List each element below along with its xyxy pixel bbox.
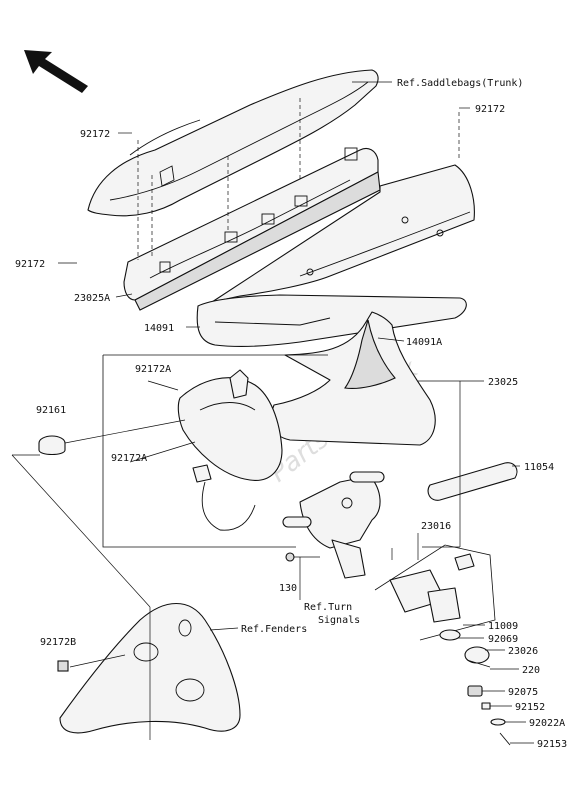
label-ref-turn-signals-1: Ref.Turn (304, 602, 352, 613)
label-220: 220 (522, 665, 540, 676)
label-ref-turn-signals-2: Signals (318, 615, 360, 626)
license-bracket (282, 471, 385, 579)
label-ref-saddlebags: Ref.Saddlebags(Trunk) (397, 78, 523, 89)
front-arrow-icon (24, 50, 88, 93)
tail-light-housing (123, 147, 381, 311)
saddlebag-trunk-lid (87, 69, 379, 217)
label-23016: 23016 (421, 521, 451, 532)
lens-14091 (196, 294, 467, 347)
label-92172A-bottom: 92172A (111, 453, 147, 464)
grommet-92161 (38, 435, 66, 456)
reflector-11054 (427, 462, 518, 501)
nut-130 (285, 552, 295, 562)
label-23026: 23026 (508, 646, 538, 657)
label-92172-side: 92172 (15, 259, 45, 270)
tail-lens-strip (211, 164, 475, 303)
cover-14091A (270, 311, 436, 446)
label-23025: 23025 (488, 377, 518, 388)
label-130: 130 (279, 583, 297, 594)
label-23025A: 23025A (74, 293, 110, 304)
bulb-holder-housing (177, 369, 283, 531)
label-92153: 92153 (537, 739, 567, 750)
label-92172A-top: 92172A (135, 364, 171, 375)
label-92022A: 92022A (529, 718, 565, 729)
label-11054: 11054 (524, 462, 554, 473)
label-14091: 14091 (144, 323, 174, 334)
assembly-box-23016 (374, 544, 496, 641)
label-92069: 92069 (488, 634, 518, 645)
screws-92172A (129, 380, 196, 463)
small-hardware (467, 685, 511, 746)
label-11009: 11009 (488, 621, 518, 632)
leader-lines (58, 81, 534, 744)
label-14091A: 14091A (406, 337, 442, 348)
clip-92172B (57, 660, 69, 672)
license-light-parts (389, 553, 491, 668)
label-92161: 92161 (36, 405, 66, 416)
label-92172-right: 92172 (475, 104, 505, 115)
label-92172-left: 92172 (80, 129, 110, 140)
label-92172B: 92172B (40, 637, 76, 648)
part-labels: Ref.Saddlebags(Trunk) 92172 92172 92172 … (15, 78, 567, 750)
label-92075: 92075 (508, 687, 538, 698)
fender-ref-outline (11, 454, 151, 740)
label-ref-fenders: Ref.Fenders (241, 624, 307, 635)
label-92152: 92152 (515, 702, 545, 713)
assembly-box-23025 (102, 355, 296, 548)
